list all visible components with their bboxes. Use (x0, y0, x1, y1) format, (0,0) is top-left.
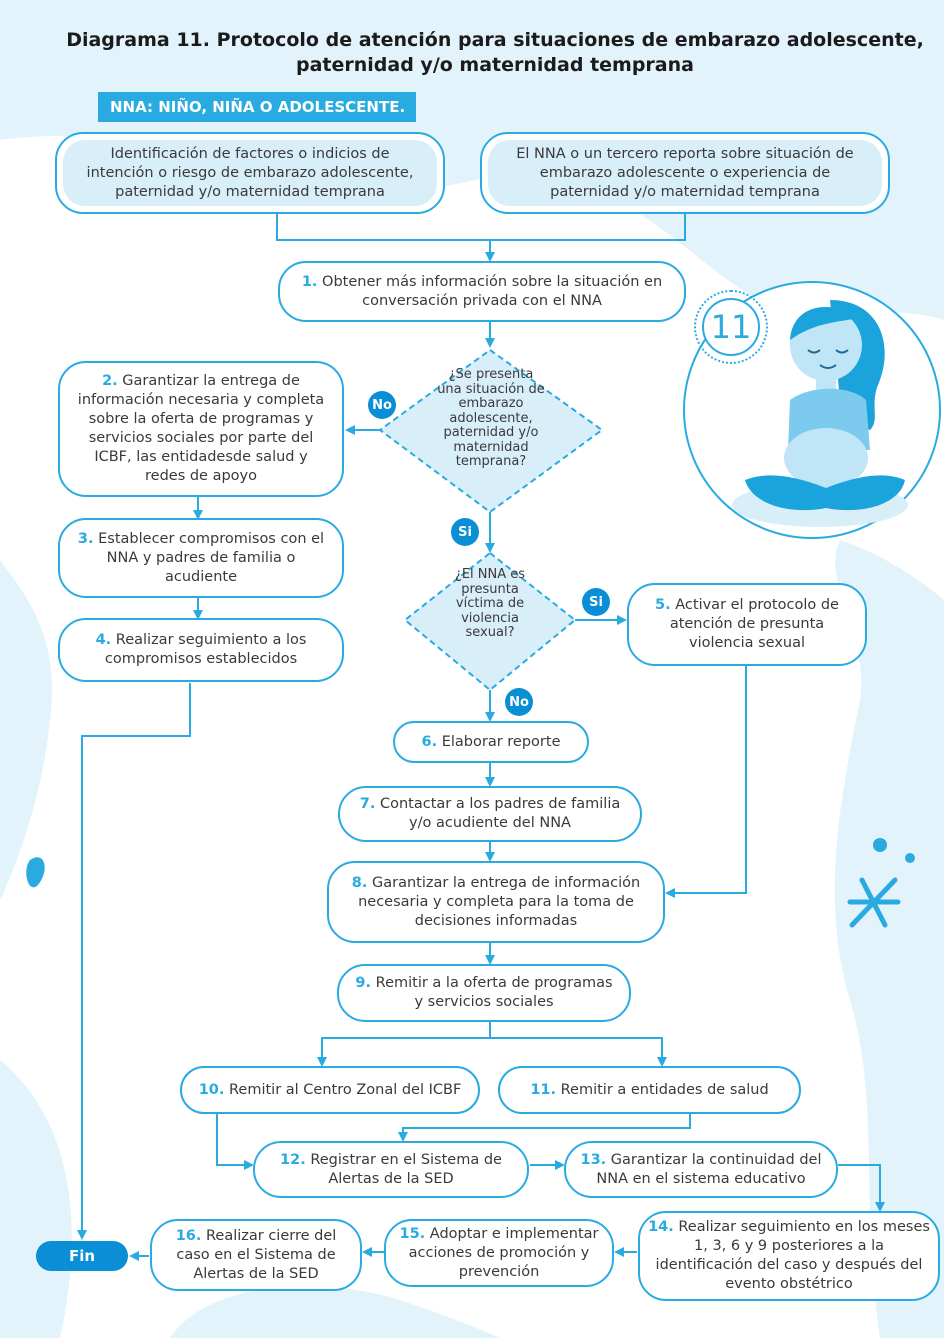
decorative-star (847, 877, 901, 928)
label-si-2: Si (582, 588, 610, 616)
step-13-number: 13. (580, 1151, 607, 1168)
decision-diamond-1 (378, 348, 604, 514)
step-11: 11. Remitir a entidades de salud (498, 1066, 801, 1114)
diagram-number-badge: 11 (694, 290, 768, 364)
step-7: 7. Contactar a los padres de familia y/o… (338, 786, 642, 842)
badge-number: 11 (702, 298, 760, 356)
step-4-text: Realizar seguimiento a los compromisos e… (104, 632, 307, 667)
decorative-dots (26, 838, 915, 888)
step-12-text: Registrar en el Sistema de Alertas de la… (310, 1151, 502, 1187)
step-13: 13. Garantizar la continuidad del NNA en… (564, 1141, 838, 1198)
step-2-text: Garantizar la entrega de información nec… (77, 373, 325, 484)
step-6: 6. Elaborar reporte (393, 721, 589, 763)
step-2-number: 2. (102, 373, 118, 389)
start-identification-text: Identificación de factores o indicios de… (63, 140, 437, 206)
step-1: 1. Obtener más información sobre la situ… (278, 261, 686, 322)
decision-diamond-2 (403, 551, 577, 692)
page-title: Diagrama 11. Protocolo de atención para … (60, 28, 930, 78)
step-15: 15. Adoptar e implementar acciones de pr… (384, 1219, 614, 1287)
start-box-identification: Identificación de factores o indicios de… (55, 132, 445, 214)
step-11-text: Remitir a entidades de salud (560, 1081, 769, 1098)
step-8-number: 8. (351, 874, 368, 891)
step-1-number: 1. (301, 273, 318, 290)
label-si-1: Si (451, 518, 479, 546)
step-8: 8. Garantizar la entrega de información … (327, 861, 665, 943)
step-9-text: Remitir a la oferta de programas y servi… (375, 975, 613, 1010)
step-14-text: Realizar seguimiento en los meses 1, 3, … (655, 1219, 930, 1292)
step-2: 2. Garantizar la entrega de información … (58, 361, 344, 497)
step-6-number: 6. (421, 733, 438, 750)
flow-connectors (77, 212, 885, 1261)
title-line-2: paternidad y/o maternidad temprana (296, 54, 694, 76)
step-3-text: Establecer compromisos con el NNA y padr… (98, 530, 325, 585)
step-6-text: Elaborar reporte (441, 733, 561, 750)
step-1-text: Obtener más información sobre la situaci… (322, 273, 663, 309)
step-16-number: 16. (175, 1227, 202, 1244)
title-line-1: Diagrama 11. Protocolo de atención para … (66, 29, 924, 51)
step-13-text: Garantizar la continuidad del NNA en el … (596, 1151, 822, 1187)
step-7-text: Contactar a los padres de familia y/o ac… (379, 796, 621, 831)
start-box-report: El NNA o un tercero reporta sobre situac… (480, 132, 890, 214)
step-10-text: Remitir al Centro Zonal del ICBF (228, 1081, 462, 1098)
end-terminal: Fin (36, 1241, 128, 1271)
nna-legend: NNA: NIÑO, NIÑA O ADOLESCENTE. (98, 92, 416, 122)
step-4-number: 4. (95, 632, 112, 648)
start-report-text: El NNA o un tercero reporta sobre situac… (488, 140, 882, 206)
step-12-number: 12. (280, 1151, 306, 1168)
step-9-number: 9. (355, 975, 372, 991)
step-14-number: 14. (648, 1219, 674, 1235)
step-10-number: 10. (198, 1081, 225, 1098)
step-14: 14. Realizar seguimiento en los meses 1,… (638, 1211, 940, 1301)
step-15-number: 15. (399, 1225, 426, 1242)
step-4: 4. Realizar seguimiento a los compromiso… (58, 618, 344, 682)
label-no-2: No (505, 688, 533, 716)
decision-2-text: ¿El NNA es presunta víctima de violencia… (454, 567, 526, 640)
step-11-number: 11. (530, 1081, 556, 1098)
step-16: 16. Realizar cierre del caso en el Siste… (150, 1219, 362, 1291)
step-10: 10. Remitir al Centro Zonal del ICBF (180, 1066, 480, 1114)
label-no-1: No (368, 391, 396, 419)
step-5: 5. Activar el protocolo de atención de p… (627, 583, 867, 666)
step-5-text: Activar el protocolo de atención de pres… (669, 597, 839, 651)
step-9: 9. Remitir a la oferta de programas y se… (337, 964, 631, 1022)
step-3: 3. Establecer compromisos con el NNA y p… (58, 518, 344, 598)
decision-1-text: ¿Se presenta una situación de embarazo a… (437, 367, 545, 469)
step-8-text: Garantizar la entrega de información nec… (358, 874, 641, 929)
step-7-number: 7. (359, 796, 376, 812)
step-15-text: Adoptar e implementar acciones de promoc… (408, 1225, 599, 1280)
step-5-number: 5. (655, 597, 671, 613)
step-3-number: 3. (77, 530, 94, 547)
step-16-text: Realizar cierre del caso en el Sistema d… (176, 1227, 337, 1282)
pregnant-girl-illustration (683, 281, 941, 539)
step-12: 12. Registrar en el Sistema de Alertas d… (253, 1141, 529, 1198)
